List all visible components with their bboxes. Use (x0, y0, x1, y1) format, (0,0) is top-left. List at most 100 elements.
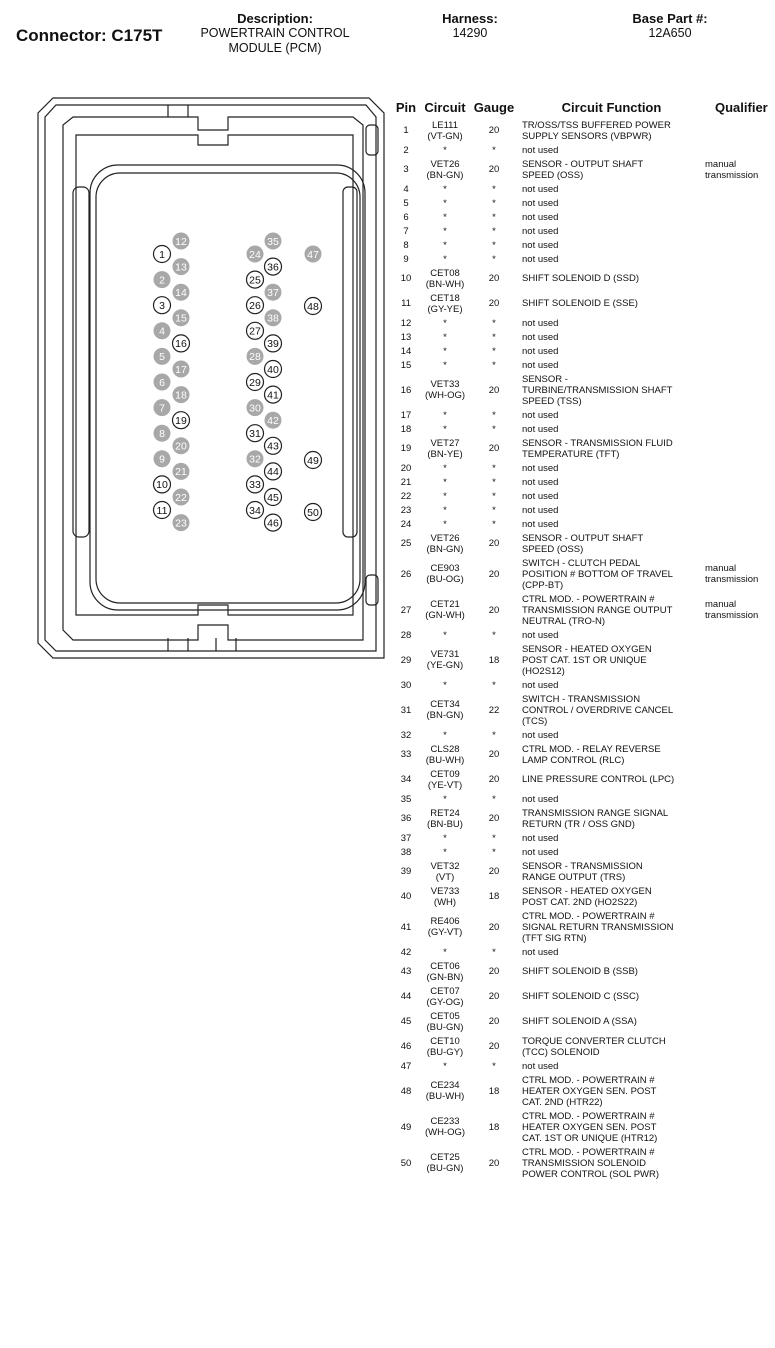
function-cell-line: POST CAT. 2ND (HO2S22) (522, 896, 638, 908)
circuit-cell: CET06(GN-BN) (420, 959, 470, 984)
gauge-cell: * (492, 197, 496, 209)
table-row: 14**not used (392, 344, 768, 358)
connector-pin: 20 (172, 437, 190, 455)
function-cell: not used (518, 945, 705, 959)
pin-number: 39 (400, 866, 412, 877)
pin-number: 30 (400, 679, 412, 691)
function-cell-line: SWITCH - TRANSMISSION (522, 693, 641, 705)
circuit-cell-line: VET33 (430, 379, 460, 390)
function-cell-line: (TFT SIG RTN) (522, 932, 587, 944)
table-row: 2**not used (392, 143, 768, 157)
function-cell: not used (518, 238, 705, 252)
table-row: 47**not used (392, 1059, 768, 1073)
pin-label: 47 (307, 249, 319, 261)
pin-circle (303, 450, 323, 470)
pin-circle (263, 257, 283, 276)
function-cell-line: SENSOR - OUTPUT SHAFT (522, 158, 644, 170)
description-block: Description: POWERTRAIN CONTROL MODULE (… (180, 11, 370, 56)
circuit-cell-line: * (443, 793, 447, 805)
qualifier-cell (705, 628, 768, 642)
pin-circle (153, 399, 171, 417)
circuit-cell-line: * (443, 679, 447, 691)
pin-number: 11 (401, 298, 411, 309)
circuit-cell-line: (YE-VT) (427, 779, 463, 791)
circuit-cell-line: LE111 (431, 119, 459, 131)
pin-label: 25 (249, 274, 261, 286)
pin-label: 3 (159, 300, 165, 312)
function-cell-line: TURBINE/TRANSMISSION SHAFT (522, 384, 673, 396)
gauge-cell: 18 (488, 654, 500, 666)
gauge-cell: * (492, 345, 496, 357)
function-cell: not used (518, 196, 705, 210)
circuit-cell-line: (BU-WH) (425, 754, 465, 766)
pin-circle (303, 296, 323, 316)
description-line: POWERTRAIN CONTROL (200, 26, 350, 40)
qualifier-cell (705, 316, 768, 330)
pin-label: 45 (267, 492, 279, 504)
function-cell: SHIFT SOLENOID E (SSE) (518, 291, 705, 316)
circuit-cell: CET34(BN-GN) (420, 692, 470, 728)
function-cell-line: SHIFT SOLENOID D (SSD) (522, 273, 640, 284)
pin-label: 43 (267, 441, 279, 453)
pin-label: 44 (267, 466, 279, 478)
function-cell-line: not used (522, 144, 559, 156)
pin-number: 3 (403, 164, 409, 175)
col-header-circuit: Circuit (424, 99, 466, 115)
circuit-cell-line: * (443, 144, 447, 156)
pin-circle (245, 424, 265, 443)
pin-number: 34 (400, 774, 412, 785)
circuit-cell-line: * (443, 317, 447, 329)
circuit-cell-line: * (443, 423, 447, 435)
gauge-cell: 20 (488, 966, 500, 977)
function-cell-line: (HO2S12) (522, 665, 565, 677)
circuit-cell-line: CET06 (430, 960, 460, 972)
qualifier-cell (705, 859, 768, 884)
connector-pin: 1 (152, 244, 172, 264)
pin-label: 40 (267, 364, 279, 376)
circuit-cell: CET10(BU-GY) (420, 1034, 470, 1059)
gauge-cell: * (492, 253, 496, 265)
pin-circle (153, 450, 171, 468)
pin-number: 19 (400, 443, 412, 454)
gauge-cell: * (492, 793, 496, 805)
circuit-cell: VE733(WH) (420, 884, 470, 909)
circuit-cell: * (420, 182, 470, 196)
pin-array: 1234567891011121314151617181920212223242… (152, 232, 323, 532)
function-cell: not used (518, 1059, 705, 1073)
connector-pin: 24 (246, 245, 264, 263)
circuit-cell: * (420, 330, 470, 344)
circuit-cell: * (420, 1059, 470, 1073)
pin-label: 28 (249, 351, 261, 363)
pin-number: 17 (400, 409, 412, 421)
function-cell-line: not used (522, 331, 559, 343)
pin-label: 34 (249, 505, 261, 517)
circuit-cell-line: VET27 (430, 437, 460, 449)
connector-pin: 19 (171, 411, 191, 430)
pin-number: 33 (400, 749, 412, 760)
gauge-cell: 20 (488, 921, 500, 933)
circuit-cell-line: (BN-BU) (427, 818, 463, 830)
qualifier-cell (705, 884, 768, 909)
pin-label: 24 (249, 249, 261, 261)
table-row: 8**not used (392, 238, 768, 252)
gauge-cell: 20 (488, 125, 500, 136)
pin-circle (153, 271, 171, 289)
pin-label: 10 (156, 479, 168, 491)
function-cell-line: not used (522, 423, 559, 435)
function-cell: not used (518, 210, 705, 224)
function-cell-line: POSITION # BOTTOM OF TRAVEL (522, 568, 673, 580)
qualifier-cell (705, 1009, 768, 1034)
circuit-cell-line: (BU-GN) (426, 1163, 464, 1174)
pin-circle (245, 321, 265, 340)
pin-label: 41 (267, 389, 279, 401)
pin-number: 48 (400, 1085, 412, 1097)
